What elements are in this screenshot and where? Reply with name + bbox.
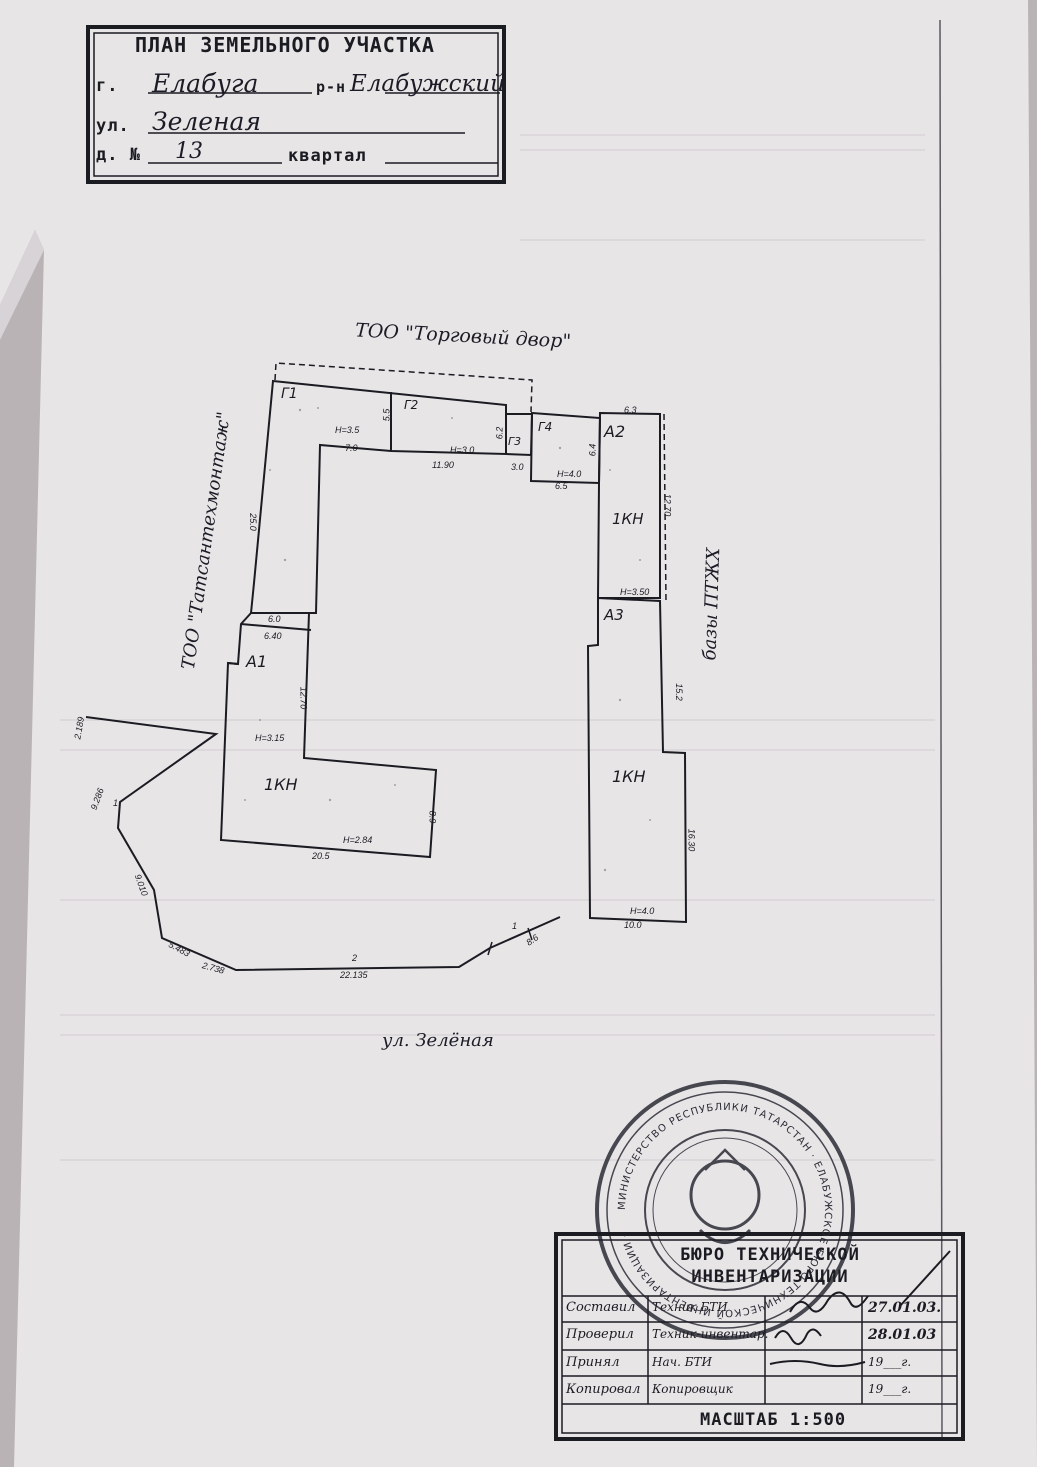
dim-62: 6.2: [494, 426, 505, 440]
tb-row2-who: Техник-инвентар.: [652, 1327, 769, 1341]
district-value: Елабужский: [350, 71, 505, 97]
room-g3: Г3: [508, 435, 522, 448]
dim-1270-west: 12.70: [298, 686, 309, 710]
district-suffix: р-н: [316, 78, 347, 96]
dim-h284: Н=2.84: [343, 835, 373, 845]
dim-152: 15.2: [673, 683, 684, 701]
tb-row3-date: 19___г.: [868, 1355, 912, 1369]
room-g1: Г1: [281, 386, 298, 402]
room-kn-a3: 1КН: [612, 767, 646, 786]
dim-89: 8.9: [427, 810, 438, 824]
speckle-texture: [244, 407, 651, 872]
street-prefix: ул.: [96, 116, 130, 136]
plot-boundary-east: [663, 413, 667, 603]
neighbor-south-street: ул. Зелёная: [382, 1030, 494, 1051]
header-title: ПЛАН ЗЕМЕЛЬНОГО УЧАСТКА: [135, 33, 435, 57]
show-through-lines: [60, 134, 935, 1161]
boundary-point-2: 2: [352, 953, 358, 963]
building-a2: [596, 411, 661, 599]
title-block-scale: МАСШТАБ 1:500: [700, 1410, 847, 1430]
house-prefix: д. №: [96, 145, 141, 165]
dim-h315: Н=3.15: [255, 733, 285, 743]
tb-row4-date: 19___г.: [868, 1382, 912, 1396]
dim-1190: 11.90: [432, 460, 454, 470]
signatures: [769, 1250, 951, 1368]
city-value: Елабуга: [152, 69, 259, 98]
dim-55: 5.5: [381, 408, 392, 422]
dim-h40a: Н=4.0: [557, 469, 582, 479]
building-west: [219, 379, 507, 859]
dim-640: 6.40: [264, 631, 282, 641]
tb-row3-role: Принял: [566, 1355, 620, 1370]
quarter-label: квартал: [288, 146, 367, 166]
dim-h40b: Н=4.0: [630, 906, 655, 916]
dim-7: 7.0: [345, 443, 358, 453]
dim-1630: 16.30: [686, 828, 697, 852]
title-block-frame: [554, 1232, 965, 1441]
building-a3: [586, 596, 688, 924]
tb-row1-date: 27.01.03.: [868, 1300, 942, 1316]
boundary-point-1b: 1: [512, 921, 518, 931]
tb-row2-role: Проверил: [566, 1327, 634, 1342]
dim-63: 6.3: [624, 405, 637, 415]
seal-stamp: [595, 1080, 855, 1340]
tb-row4-who: Копировщик: [652, 1382, 733, 1396]
title-block-org: БЮРО ТЕХНИЧЕСКОЙ ИНВЕНТАРИЗАЦИИ: [680, 1245, 860, 1287]
dim-25: 25.0: [247, 513, 258, 531]
street-value: Зеленая: [152, 107, 262, 136]
city-prefix: г.: [96, 76, 119, 96]
dim-1270-east: 12.70: [662, 493, 673, 517]
boundary-point-1: 1: [113, 798, 119, 808]
plot-boundary-south: [85, 716, 561, 972]
boundary-22135: 22.135: [340, 970, 368, 980]
house-value: 13: [175, 139, 203, 164]
dim-6: 6.0: [268, 614, 281, 624]
dim-10: 10.0: [624, 920, 642, 930]
room-a3: А3: [604, 606, 624, 624]
room-g4: Г4: [538, 420, 553, 434]
dim-h35: Н=3.5: [335, 425, 360, 435]
tb-row4-role: Копировал: [566, 1382, 641, 1397]
header-stamp-border: [86, 25, 506, 184]
neighbor-east: базы ПТЖХ: [699, 547, 725, 661]
dim-3: 3.0: [511, 462, 524, 472]
dim-205: 20.5: [312, 851, 330, 861]
room-g2: Г2: [404, 398, 419, 412]
tb-row2-date: 28.01.03: [868, 1327, 937, 1343]
room-a1: А1: [246, 652, 268, 671]
room-a2: А2: [604, 422, 626, 441]
plot-boundary-north: [274, 362, 533, 413]
dim-h30: Н=3.0: [450, 445, 475, 455]
tb-row1-who: Техник БТИ: [652, 1300, 728, 1314]
paper-fold-line: [939, 19, 943, 1441]
tb-row3-who: Нач. БТИ: [652, 1355, 712, 1369]
dim-65: 6.5: [555, 481, 568, 491]
dim-64: 6.4: [587, 443, 598, 457]
room-kn-a1: 1КН: [264, 775, 298, 794]
dim-h350: Н=3.50: [620, 587, 650, 597]
tb-row1-role: Составил: [566, 1300, 636, 1315]
room-kn-a2: 1КН: [612, 510, 644, 528]
